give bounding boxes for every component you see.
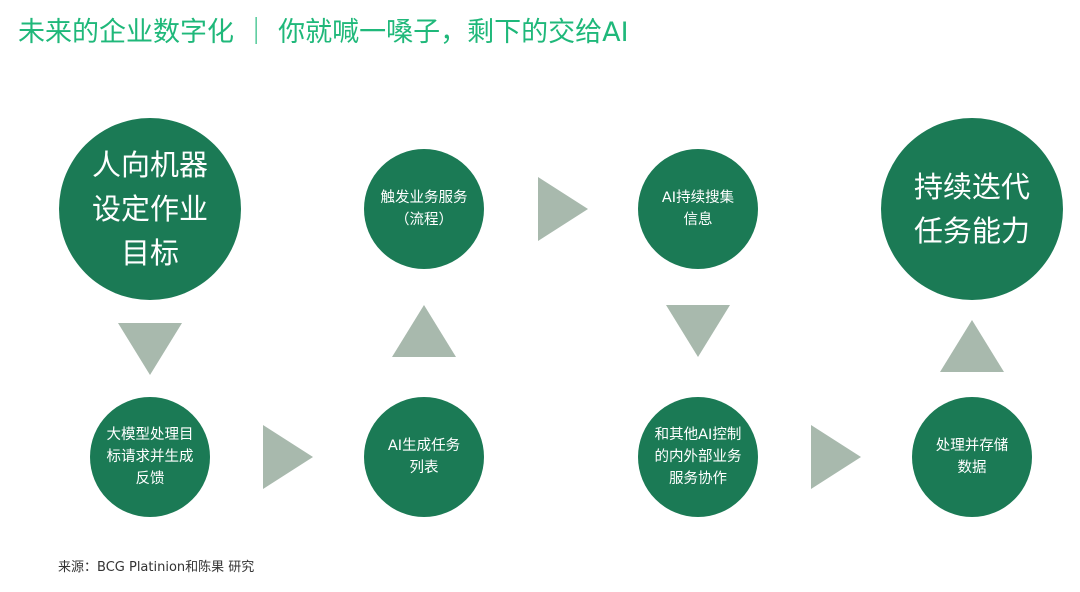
node-store-data-label: 处理并存储数据 — [935, 438, 1009, 476]
node-trigger-service-label: 触发业务服务（流程） — [380, 190, 468, 228]
node-trigger-service: 触发业务服务（流程） — [364, 149, 484, 269]
node-store-data: 处理并存储数据 — [912, 397, 1032, 517]
node-collaborate: 和其他AI控制的内外部业务服务协作 — [638, 397, 758, 517]
node-model-process: 大模型处理目标请求并生成反馈 — [90, 397, 210, 517]
node-model-process-label: 大模型处理目标请求并生成反馈 — [106, 427, 194, 487]
node-set-goal: 人向机器设定作业目标 — [59, 118, 241, 300]
node-collect-info: AI持续搜集信息 — [638, 149, 758, 269]
arrow-down-1 — [118, 323, 182, 375]
source-note: 来源：BCG Platinion和陈果 研究 — [58, 560, 255, 575]
node-iterate: 持续迭代任务能力 — [881, 118, 1063, 300]
node-task-list-label: AI生成任务列表 — [387, 438, 461, 476]
arrow-up-1 — [392, 305, 456, 357]
node-task-list: AI生成任务列表 — [364, 397, 484, 517]
arrow-down-2 — [666, 305, 730, 357]
node-collect-info-label: AI持续搜集信息 — [661, 190, 735, 228]
node-iterate-label: 持续迭代任务能力 — [913, 170, 1030, 248]
arrow-right-1 — [263, 425, 313, 489]
arrow-right-3 — [811, 425, 861, 489]
arrow-right-2 — [538, 177, 588, 241]
page-title: 未来的企业数字化 ｜ 你就喊一嗓子，剩下的交给AI — [18, 17, 629, 48]
arrow-up-2 — [940, 320, 1004, 372]
node-collaborate-label: 和其他AI控制的内外部业务服务协作 — [654, 427, 742, 487]
node-set-goal-label: 人向机器设定作业目标 — [91, 148, 208, 270]
